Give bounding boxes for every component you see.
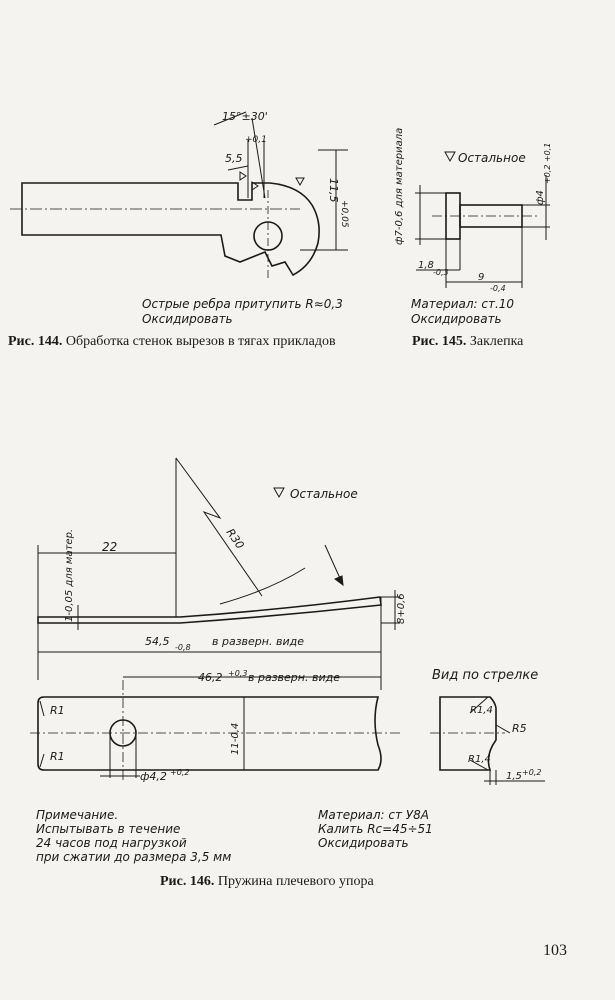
fig144-note-2: Оксидировать — [142, 312, 233, 326]
fig146-view-r5: R5 — [512, 722, 527, 735]
fig146-caption-num: Рис. 146. — [160, 874, 215, 889]
fig144-caption: Рис. 144. Обработка стенок вырезов в тяг… — [8, 334, 336, 350]
fig146-roughness: Остальное — [290, 487, 358, 501]
fig146-caption: Рис. 146. Пружина плечевого упора — [160, 874, 374, 890]
fig145-dia-mat: ф7-0,6 для материала — [394, 128, 405, 245]
fig146-thickness: 1-0,05 для матер. — [64, 529, 75, 622]
fig144-offset-dim: 5,5 — [225, 152, 243, 165]
fig146-dev-len: 54,5 — [145, 635, 170, 648]
fig146-hole-pos: 46,2 — [198, 671, 223, 684]
fig145-note-1: Материал: ст.10 — [411, 297, 515, 311]
fig145-head-len: 1,8 — [418, 260, 434, 271]
fig146-view-r14-bot: R1,4 — [468, 754, 491, 765]
fig146-radius: R30 — [224, 526, 247, 551]
fig146-material-line: Материал: ст У8А — [318, 808, 429, 822]
fig144-angle-dim: 15°±30' — [222, 110, 268, 123]
fig146-note-line: при сжатии до размера 3,5 мм — [36, 850, 232, 864]
fig145-caption-num: Рис. 145. — [412, 334, 467, 349]
fig145-len-tol: -0,4 — [490, 284, 506, 293]
fig144-width-tol: +0,05 — [339, 200, 349, 228]
fig146-dim-22: 22 — [102, 540, 117, 554]
fig145-caption: Рис. 145. Заклепка — [412, 334, 523, 350]
fig146-rise: 8+0,6 — [396, 593, 407, 624]
fig144-note-1: Острые ребра притупить R≈0,3 — [142, 297, 343, 311]
fig145-dia-pin: ф4 — [535, 190, 546, 205]
fig146-view-width-tol: +0,2 — [522, 768, 541, 777]
fig146-dev-len-label: в разверн. виде — [212, 635, 304, 648]
fig146-view-width: 1,5 — [506, 771, 522, 782]
fig145-len: 9 — [478, 272, 484, 283]
fig145-head-tol: -0,3 — [433, 268, 449, 277]
fig146-material-line: Оксидировать — [318, 836, 409, 850]
fig146-view-title: Вид по стрелке — [432, 668, 539, 683]
fig146-dev-len-tol: -0,8 — [175, 643, 191, 652]
fig146-r1-top: R1 — [50, 704, 65, 717]
page-number: 103 — [543, 942, 567, 959]
fig144-caption-text: Обработка стенок вырезов в тягах приклад… — [65, 334, 336, 349]
fig146-note-line: 24 часов под нагрузкой — [36, 836, 187, 850]
fig144-offset-tol: +0,1 — [245, 135, 267, 145]
fig145-roughness: Остальное — [458, 151, 526, 165]
fig145-dia-pin-tol: +0,2 +0,1 — [543, 143, 552, 184]
fig146-note-line: Испытывать в течение — [36, 822, 181, 836]
fig146-hole-dia: ф4,2 — [140, 770, 167, 783]
fig145-caption-text: Заклепка — [469, 334, 524, 349]
fig146-note-title: Примечание. — [36, 808, 119, 822]
fig146-width: 11-0,4 — [230, 723, 241, 755]
fig146-hole-dia-tol: +0,2 — [170, 768, 189, 777]
fig146-hole-pos-label: в разверн. виде — [248, 671, 340, 684]
fig146-view-r14-top: R1,4 — [470, 705, 493, 716]
fig146-material: Материал: ст У8А Калить Rc=45÷51 Оксидир… — [318, 808, 433, 850]
fig146-caption-text: Пружина плечевого упора — [217, 874, 374, 889]
fig144-caption-num: Рис. 144. — [8, 334, 63, 349]
fig144-width-dim: 11,5 — [327, 178, 340, 203]
fig146-hole-pos-tol: +0,3 — [228, 669, 247, 678]
fig146-r1-bot: R1 — [50, 750, 65, 763]
fig146-note: Примечание. Испытывать в течение 24 часо… — [36, 808, 231, 864]
fig145-note-2: Оксидировать — [411, 312, 502, 326]
fig146-material-line: Калить Rc=45÷51 — [318, 822, 433, 836]
